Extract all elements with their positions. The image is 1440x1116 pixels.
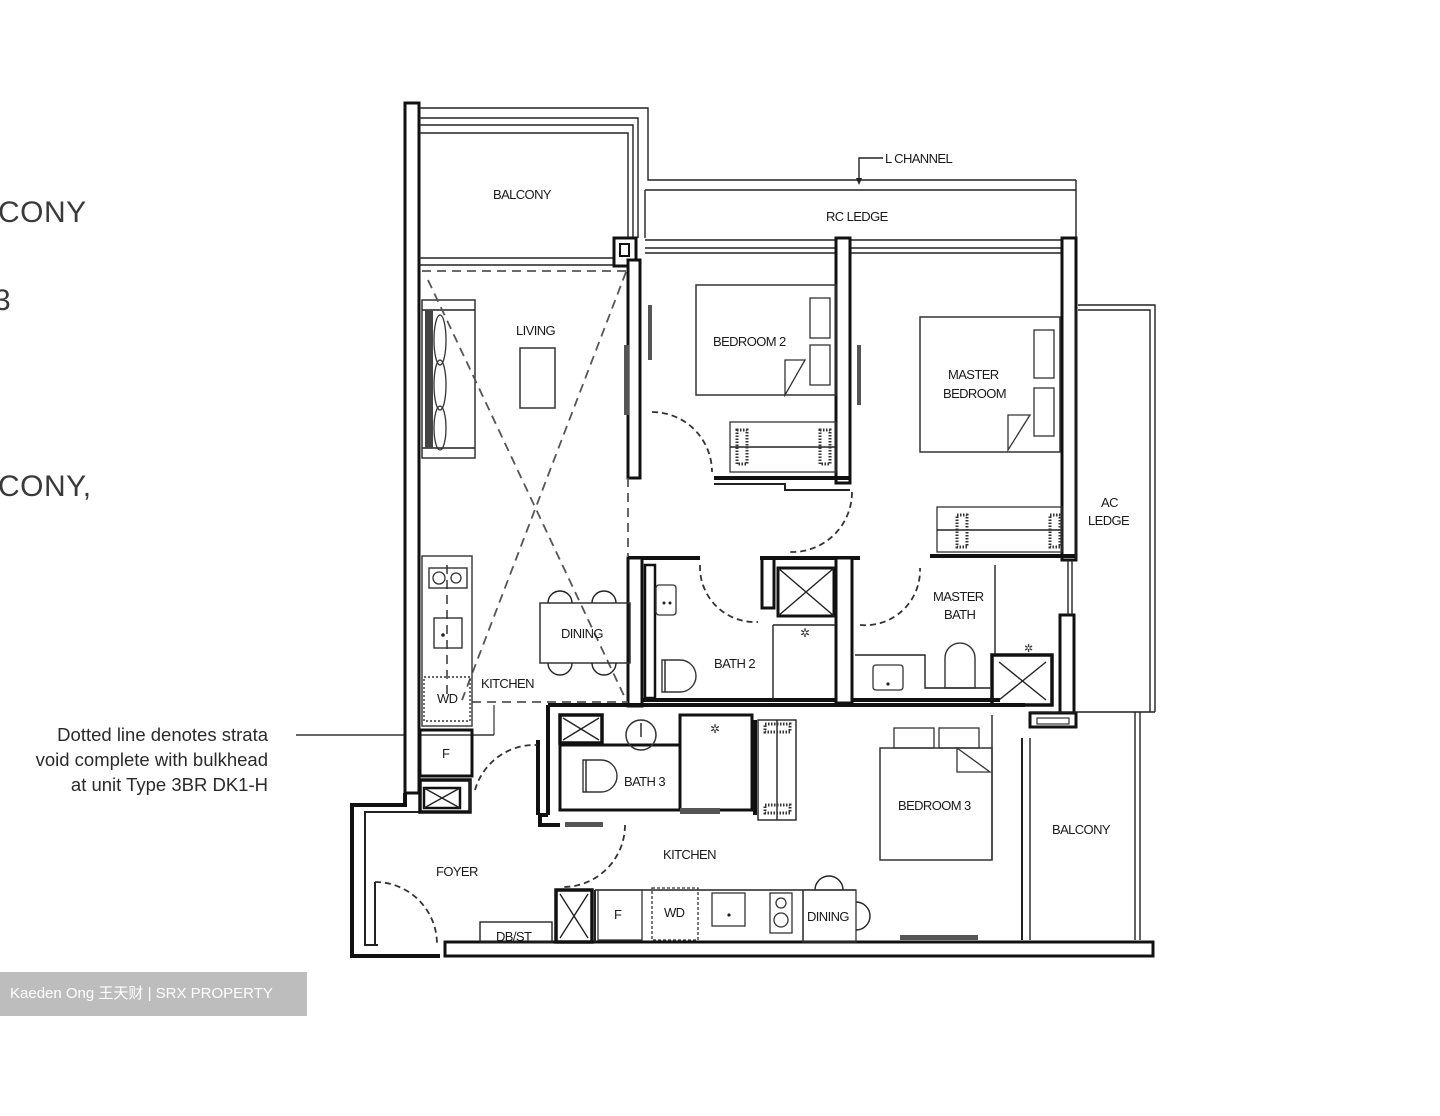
- balcony-top: [403, 101, 1076, 795]
- note-line-1: Dotted line denotes strata: [57, 724, 268, 745]
- label-master-bath-2: BATH: [944, 607, 976, 622]
- side-label-number: 3: [0, 284, 12, 317]
- label-ac-ledge-1: AC: [1101, 495, 1118, 510]
- label-bedroom2: BEDROOM 2: [713, 334, 786, 349]
- bedroom3-bed: [879, 727, 993, 940]
- note-line-2: void complete with bulkhead: [35, 749, 268, 770]
- label-ac-ledge-2: LEDGE: [1088, 513, 1130, 528]
- label-kitchen-bottom: KITCHEN: [663, 847, 716, 862]
- rc-ledge: [644, 157, 1077, 254]
- dining-table-top: [539, 590, 631, 676]
- kitchen-door: [474, 744, 538, 791]
- kitchen-counter-top: [421, 555, 473, 727]
- label-dining-bottom: DINING: [807, 909, 849, 924]
- label-foyer: FOYER: [436, 864, 478, 879]
- bath3-fixtures: ✲: [562, 717, 720, 827]
- label-kitchen-top: KITCHEN: [481, 676, 534, 691]
- svg-text:✲: ✲: [1024, 643, 1033, 655]
- label-f-bottom: F: [614, 907, 622, 922]
- bath2-fixtures: ✲: [655, 566, 836, 693]
- bath3-door: [562, 824, 626, 888]
- label-bedroom3: BEDROOM 3: [898, 798, 971, 813]
- bath2-door: [699, 564, 759, 623]
- coffee-table: [519, 347, 556, 409]
- label-master-bedroom-2: BEDROOM: [943, 386, 1006, 401]
- label-dining-top: DINING: [561, 626, 603, 641]
- label-wd-top: WD: [437, 691, 458, 706]
- side-label-balcony: CONY: [0, 196, 87, 229]
- label-living: LIVING: [516, 323, 556, 338]
- label-bath3: BATH 3: [624, 774, 665, 789]
- label-wd-bottom: WD: [664, 905, 685, 920]
- strata-void-note: Dotted line denotes strata void complete…: [0, 722, 268, 797]
- label-bath2: BATH 2: [714, 656, 755, 671]
- master-bath-fixtures: ✲: [855, 567, 1070, 725]
- strata-void-outline: [427, 271, 629, 703]
- label-rc-ledge: RC LEDGE: [826, 209, 889, 224]
- main-entrance-door: [374, 881, 438, 945]
- side-label-balcony-comma: CONY,: [0, 470, 92, 503]
- bedroom2-door: [651, 411, 713, 473]
- svg-text:✲: ✲: [710, 722, 720, 736]
- bedroom2-furniture: [695, 284, 837, 473]
- note-line-3: at unit Type 3BR DK1-H: [70, 774, 268, 795]
- label-balcony-right: BALCONY: [1052, 822, 1111, 837]
- wardrobe-bedroom3: [763, 720, 792, 820]
- kitchen-counter-bottom: [559, 875, 871, 943]
- walls: [350, 236, 1156, 958]
- svg-text:✲: ✲: [800, 626, 810, 640]
- label-dbst: DB/ST: [496, 929, 532, 944]
- label-f-top: F: [442, 746, 450, 761]
- master-bedroom-door: [789, 491, 853, 553]
- label-l-channel: L CHANNEL: [885, 151, 952, 166]
- label-master-bedroom-1: MASTER: [948, 367, 999, 382]
- label-master-bath-1: MASTER: [933, 589, 984, 604]
- label-balcony-top: BALCONY: [493, 187, 552, 202]
- master-bedroom-furniture: [919, 316, 1063, 553]
- watermark-credit: Kaeden Ong 王天财 | SRX PROPERTY: [0, 972, 307, 1016]
